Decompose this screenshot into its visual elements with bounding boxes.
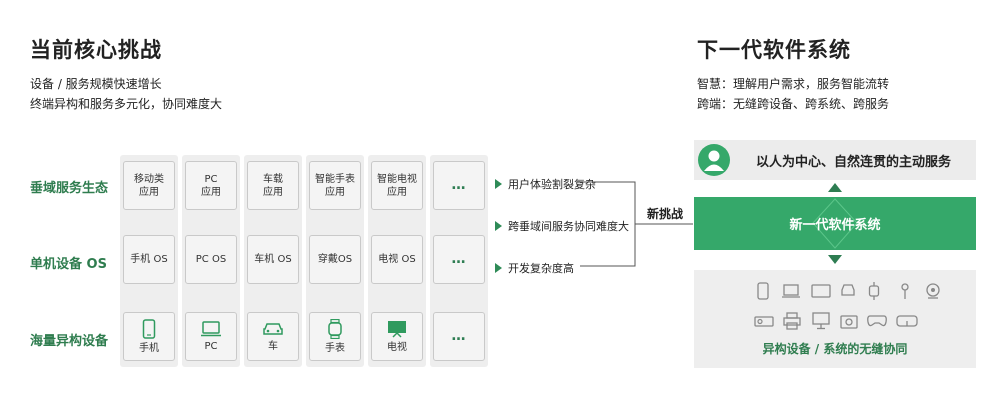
phone-icon	[142, 318, 156, 339]
projector-icon	[754, 316, 774, 327]
cell-watch: 手表	[309, 312, 361, 361]
laptop-icon	[201, 320, 221, 336]
cell-wear-os: 穿戴OS	[309, 235, 361, 284]
cell-tv-os: 电视 OS	[371, 235, 423, 284]
cell-more-os: …	[433, 235, 485, 284]
middle-bar-text: 新一代软件系统	[789, 218, 881, 233]
human-centered-service-bar: 以人为中心、自然连贯的主动服务	[694, 140, 976, 180]
diamond-outline-icon	[812, 198, 858, 249]
cell-pc-os: PC OS	[185, 235, 237, 284]
right-title: 下一代软件系统	[697, 38, 851, 62]
cell-phone-os: 手机 OS	[123, 235, 175, 284]
gamepad-icon	[867, 315, 887, 327]
challenge-item-3: 开发复杂度高	[495, 260, 574, 276]
column-tv: 智能电视 应用 电视 OS 电视	[368, 155, 426, 367]
cell-phone: 手机	[123, 312, 175, 361]
phone-icon	[757, 282, 769, 300]
arrow-right-icon	[495, 263, 502, 273]
right-subtitle: 智慧：理解用户需求，服务智能流转 跨端：无缝跨设备、跨系统、跨服务	[697, 74, 889, 114]
vr-headset-icon	[896, 315, 918, 327]
cell-more-devices: …	[433, 312, 485, 361]
cell-tv: 电视	[371, 312, 423, 361]
row-label-heterogeneous-devices: 海量异构设备	[30, 334, 109, 349]
printer-icon	[783, 312, 801, 330]
top-bar-text: 以人为中心、自然连贯的主动服务	[756, 155, 952, 170]
left-subtitle-line-1: 设备 / 服务规模快速增长	[30, 77, 162, 91]
tablet-icon	[811, 284, 831, 298]
thermostat-icon	[901, 283, 909, 299]
cell-tv-app: 智能电视 应用	[371, 161, 423, 210]
left-subtitle-line-2: 终端异构和服务多元化，协同难度大	[30, 97, 223, 111]
car-icon	[841, 284, 855, 296]
laptop-icon	[782, 284, 800, 298]
column-mobile: 移动类 应用 手机 OS 手机	[120, 155, 178, 367]
challenge-item-2: 跨垂域间服务协同难度大	[495, 218, 629, 234]
device-box-caption: 异构设备 / 系统的无缝协同	[762, 342, 908, 356]
cell-car-app: 车载 应用	[247, 161, 299, 210]
watch-icon	[328, 318, 342, 339]
next-gen-system-bar: 新一代软件系统	[694, 197, 976, 250]
arrow-up-icon	[828, 183, 842, 192]
column-more: … … …	[430, 155, 488, 367]
car-icon	[263, 322, 283, 335]
cell-car-os: 车机 OS	[247, 235, 299, 284]
cell-more-apps: …	[433, 161, 485, 210]
row-label-single-device-os: 单机设备 OS	[30, 257, 107, 272]
challenge-item-1: 用户体验割裂复杂	[495, 176, 596, 192]
challenge-bracket	[580, 181, 693, 267]
cell-watch-app: 智能手表 应用	[309, 161, 361, 210]
new-challenge-label: 新挑战	[647, 207, 684, 221]
left-title: 当前核心挑战	[30, 38, 162, 62]
left-subtitle: 设备 / 服务规模快速增长 终端异构和服务多元化，协同难度大	[30, 74, 222, 114]
cell-pc-app: PC 应用	[185, 161, 237, 210]
tv-icon	[388, 320, 406, 338]
row-label-service-ecosystem: 垂域服务生态	[30, 181, 109, 196]
cell-mobile-app: 移动类 应用	[123, 161, 175, 210]
column-pc: PC 应用 PC OS PC	[182, 155, 240, 367]
column-watch: 智能手表 应用 穿戴OS 手表	[306, 155, 364, 367]
photo-camera-icon	[840, 315, 858, 329]
arrow-right-icon	[495, 221, 502, 231]
arrow-down-icon	[828, 255, 842, 264]
right-subtitle-line-1: 智慧：理解用户需求，服务智能流转	[697, 77, 890, 91]
arrow-right-icon	[495, 179, 502, 189]
monitor-icon	[812, 312, 830, 330]
right-subtitle-line-2: 跨端：无缝跨设备、跨系统、跨服务	[697, 97, 890, 111]
watch-icon	[868, 282, 880, 300]
device-collaboration-box: 异构设备 / 系统的无缝协同	[694, 270, 976, 368]
column-car: 车载 应用 车机 OS 车	[244, 155, 302, 367]
user-avatar-icon	[698, 144, 730, 176]
camera-icon	[926, 283, 940, 299]
cell-car: 车	[247, 312, 299, 361]
cell-pc: PC	[185, 312, 237, 361]
